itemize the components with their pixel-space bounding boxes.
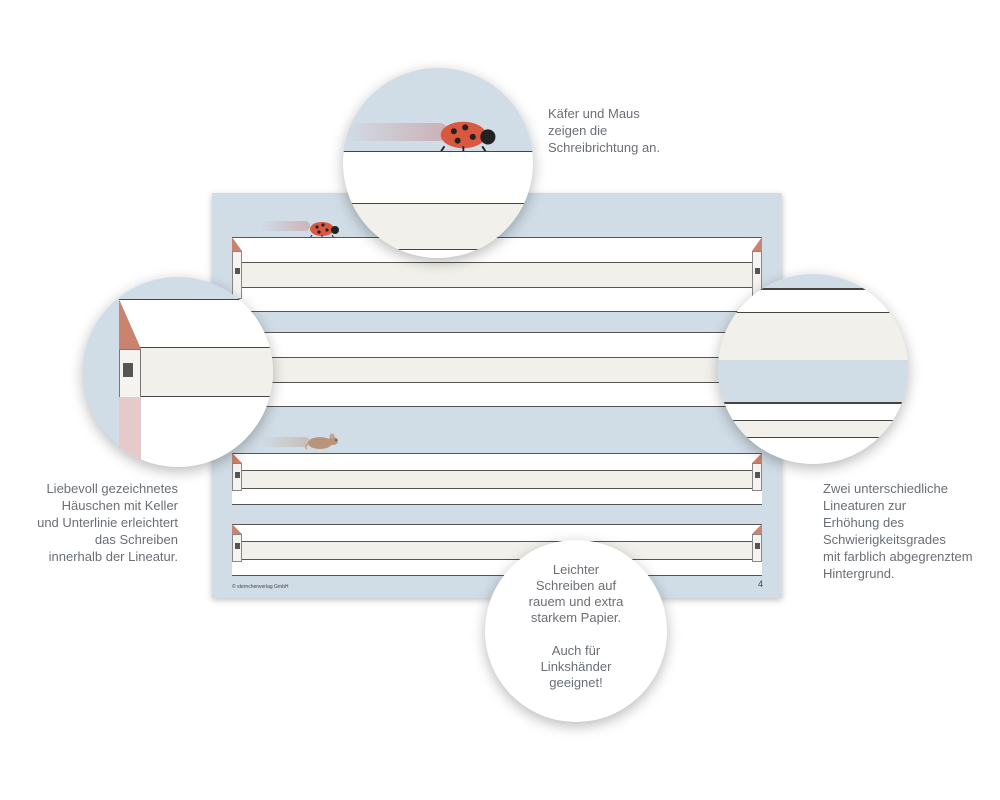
- info-text-lefthanded: Auch für Linkshänder geeignet!: [540, 643, 612, 690]
- callout-house: Liebevoll gezeichnetes Häuschen mit Kell…: [37, 481, 178, 564]
- writing-line-block-4: [232, 524, 762, 576]
- magnifier-house: [83, 277, 273, 467]
- mouse-icon: [305, 433, 338, 450]
- house-cellar: [119, 397, 141, 467]
- house-window: [123, 363, 133, 377]
- writing-line-block-2: [232, 332, 762, 407]
- magnifier-ladybug: [343, 68, 533, 258]
- sheet-page-number: 4: [758, 579, 764, 589]
- info-circle-paper: Leichter Schreiben auf rauem und extra s…: [485, 540, 667, 722]
- magnifier-lineature: [718, 274, 908, 464]
- writing-line-block-3: [232, 453, 762, 505]
- ladybug-icon: [309, 222, 339, 238]
- info-text-paper: Leichter Schreiben auf rauem und extra s…: [528, 562, 624, 625]
- mouse-motion-trail: [260, 437, 310, 447]
- house-roof: [119, 299, 141, 349]
- callout-lineature: Zwei unterschiedliche Lineaturen zur Erh…: [823, 481, 973, 581]
- ladybug-motion-trail: [260, 221, 310, 231]
- sheet-footer-copyright: © sternchenverlag GmbH: [232, 584, 289, 590]
- ladybug-icon: [439, 121, 496, 152]
- ladybug-motion-trail: [343, 123, 448, 141]
- callout-direction: Käfer und Maus zeigen die Schreibrichtun…: [548, 106, 661, 155]
